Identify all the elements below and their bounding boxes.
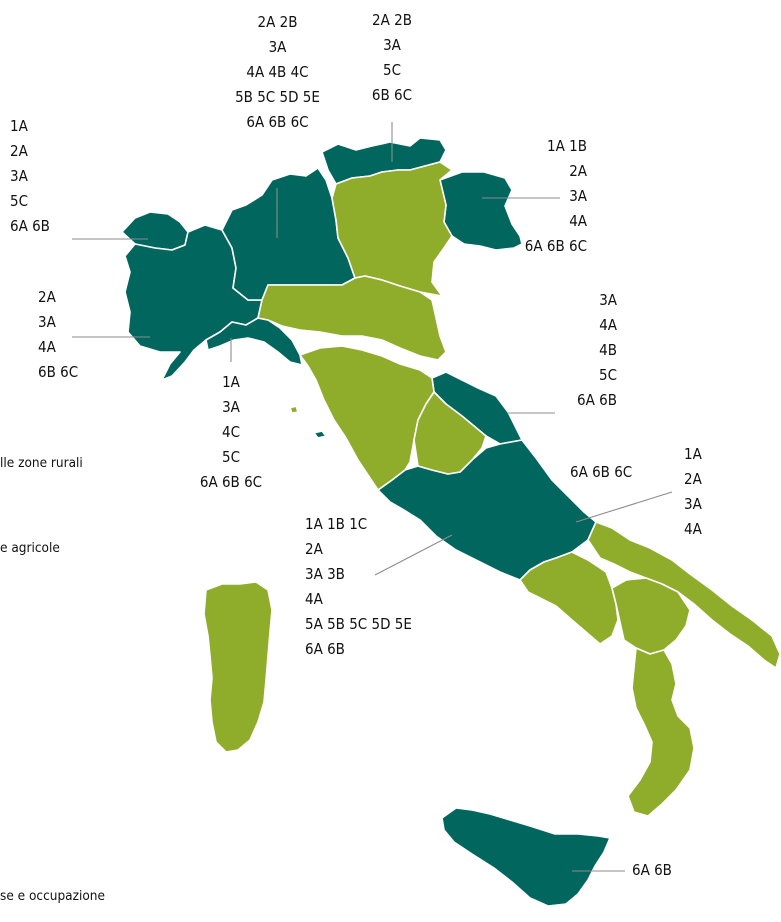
label-bolzano: 2A 2B 3A 5C 6B 6C <box>352 8 432 108</box>
label-line: 3A <box>383 36 401 54</box>
label-line: 6B 6C <box>38 363 79 381</box>
region-liguria[interactable] <box>205 317 303 366</box>
label-line: 3A <box>38 313 56 331</box>
region-puglia[interactable] <box>587 521 781 669</box>
label-sicilia: 6A 6B <box>632 858 672 883</box>
label-molise-right: 1A 2A 3A 4A <box>684 442 702 542</box>
label-molise: 6A 6B 6C <box>570 460 632 485</box>
label-line: 4A 4B 4C <box>246 63 309 81</box>
label-line: 6A 6B <box>632 861 672 879</box>
label-line: 2A <box>305 540 323 558</box>
label-line: 6A 6B 6C <box>524 237 587 255</box>
label-line: 1A <box>684 445 702 463</box>
side-text-agricole: e agricole <box>0 540 60 556</box>
label-liguria: 1A 3A 4C 5C 6A 6B 6C <box>186 370 276 495</box>
label-line: 2A 2B <box>372 11 412 29</box>
label-line: 1A <box>222 373 240 391</box>
label-line: 3A <box>10 167 28 185</box>
region-isle-elba[interactable] <box>289 405 299 414</box>
label-piemonte: 2A 3A 4A 6B 6C <box>38 285 78 385</box>
label-line: 2A 2B <box>257 13 298 31</box>
region-emilia-romagna[interactable] <box>257 275 447 361</box>
leader-molise <box>575 491 673 523</box>
leader-lazio <box>374 534 453 576</box>
label-lazio: 1A 1B 1C 2A 3A 3B 4A 5A 5B 5C 5D 5E 6A 6B <box>305 512 412 662</box>
region-basilicata[interactable] <box>611 577 691 655</box>
label-line: 5C <box>221 448 240 466</box>
label-line: 1A <box>10 117 28 135</box>
region-umbria[interactable] <box>413 391 487 475</box>
label-line: 6A 6B 6C <box>570 463 633 481</box>
label-line: 4A <box>599 316 617 334</box>
label-line: 3A <box>599 291 617 309</box>
label-line: 5C <box>382 61 401 79</box>
region-sardegna[interactable] <box>203 581 273 753</box>
label-line: 6A 6B <box>10 217 50 235</box>
label-line: 3A <box>684 495 702 513</box>
label-line: 3A 3B <box>305 565 345 583</box>
label-valle-aosta: 1A 2A 3A 5C 6A 6B <box>10 114 50 239</box>
label-line: 5B 5C 5D 5E <box>235 88 320 106</box>
label-line: 4A <box>305 590 323 608</box>
region-toscana[interactable] <box>299 345 435 491</box>
side-text-zone-rurali: lle zone rurali <box>0 455 83 471</box>
label-line: 4C <box>221 423 240 441</box>
region-calabria[interactable] <box>627 647 695 817</box>
label-line: 1A 1B <box>547 137 587 155</box>
label-line: 6A 6B <box>577 391 617 409</box>
label-line: 4A <box>684 520 702 538</box>
label-line: 2A <box>684 470 702 488</box>
region-valle-aosta[interactable] <box>121 211 189 251</box>
label-line: 4A <box>38 338 56 356</box>
label-lombardia: 2A 2B 3A 4A 4B 4C 5B 5C 5D 5E 6A 6B 6C <box>210 10 345 135</box>
label-line: 6B 6C <box>371 86 413 104</box>
region-isle-tuscan[interactable] <box>313 430 327 439</box>
label-line: 5A 5B 5C 5D 5E <box>305 615 412 633</box>
side-text-occupazione: se e occupazione <box>0 888 105 904</box>
region-veneto[interactable] <box>331 161 453 297</box>
label-line: 4A <box>569 212 587 230</box>
label-friuli: 1A 1B 2A 3A 4A 6A 6B 6C <box>505 134 587 259</box>
label-line: 2A <box>569 162 587 180</box>
region-sicilia[interactable] <box>441 807 611 907</box>
label-line: 6A 6B 6C <box>246 113 309 131</box>
label-line: 2A <box>38 288 56 306</box>
label-line: 6A 6B 6C <box>199 473 263 491</box>
label-line: 5C <box>598 366 617 384</box>
label-line: 5C <box>10 192 29 210</box>
label-line: 3A <box>569 187 587 205</box>
label-line: 4B <box>599 341 617 359</box>
label-line: 3A <box>222 398 240 416</box>
label-marche: 3A 4A 4B 5C 6A 6B <box>555 288 617 413</box>
label-line: 3A <box>268 38 287 56</box>
label-line: 2A <box>10 142 28 160</box>
label-line: 1A 1B 1C <box>305 515 368 533</box>
label-line: 6A 6B <box>305 640 345 658</box>
